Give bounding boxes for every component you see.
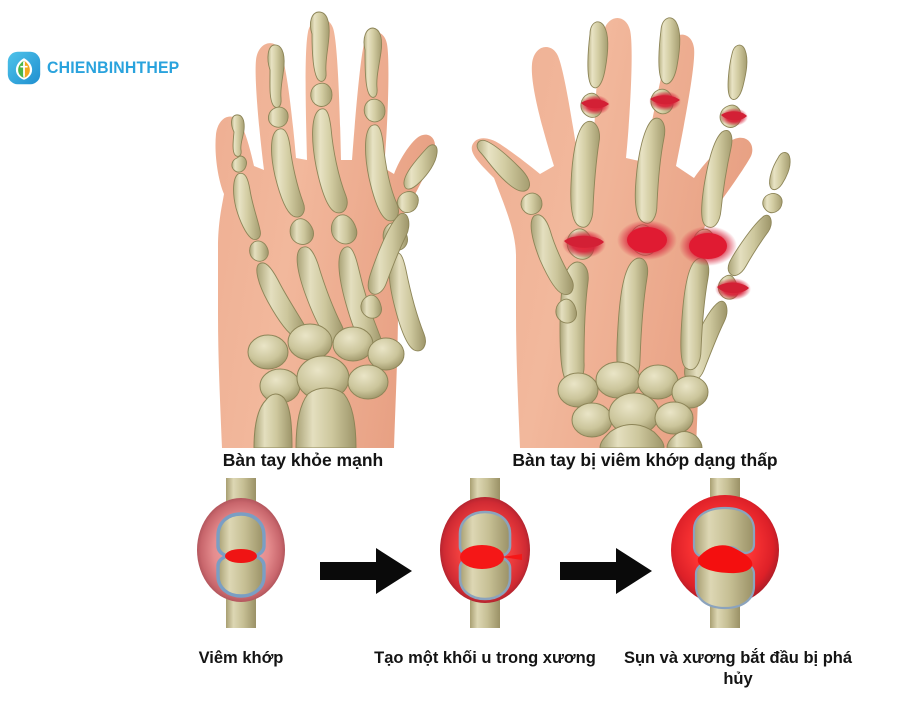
rheumatoid-arthritis-hand-skeleton-illustration [458, 8, 824, 449]
rheumatoid-hand-label: Bàn tay bị viêm khớp dạng thấp [512, 450, 778, 470]
right-arrow-icon [318, 545, 414, 597]
joint-stage-3-label: Sụn và xương bắt đầu bị phá hủy [623, 649, 853, 689]
joint-stage-1-label: Viêm khớp [198, 649, 284, 667]
healthy-hand-skeleton-illustration [160, 8, 446, 449]
joint-stage-1-inflammation-icon [166, 478, 316, 628]
shield-heart-logo-icon [6, 50, 42, 86]
healthy-hand-label: Bàn tay khỏe mạnh [222, 450, 384, 470]
inflamed-joint-markers [562, 91, 751, 300]
joint-stage-2-pannus-icon [410, 478, 560, 628]
joint-stage-3-erosion-icon [650, 478, 800, 628]
right-arrow-icon [558, 545, 654, 597]
brand-name: CHIENBINHTHEP [47, 58, 180, 77]
brand-logo: CHIENBINHTHEP [6, 50, 189, 86]
joint-stage-2-label: Tạo một khối u trong xương [374, 649, 596, 667]
